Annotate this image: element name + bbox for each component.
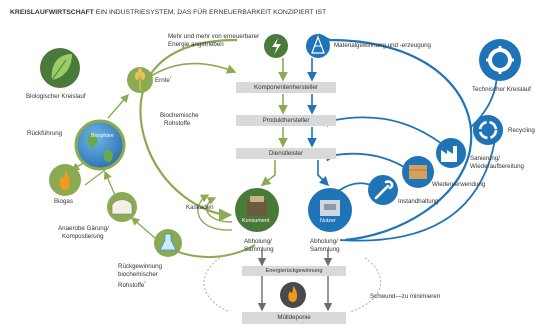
consumer-icon (235, 188, 279, 232)
bio-cycle-label: Biologischer Kreislauf (26, 93, 86, 100)
renewable-energy-icon (264, 34, 288, 58)
consumer-label: Konsument (242, 218, 270, 224)
title-bold: KREISLAUFWIRTSCHAFT (10, 9, 94, 16)
flame-icon-biogas (49, 164, 81, 196)
cascade-loop-2 (197, 194, 233, 231)
arrow-services-consumer (260, 160, 276, 186)
feedstock-label-1: Biochemische (160, 112, 199, 119)
recovery-label-3: Rohstoffe² (118, 280, 146, 290)
tech-refurb-arc (325, 116, 451, 151)
digestion-label-2: Kompostierung (62, 233, 104, 240)
box-icon (402, 156, 434, 188)
reuse-label: Wiederverwendung (432, 181, 486, 188)
energy-label-2: Energie angetrieben (168, 41, 224, 48)
recycling-icon (473, 115, 503, 145)
user-icon (308, 188, 352, 232)
leakage-arc-left (203, 257, 231, 313)
arrow-services-user (317, 160, 330, 187)
mining-icon (306, 34, 330, 58)
feedback-label: Rückführung (27, 130, 63, 137)
leakage-arc-right (349, 257, 382, 313)
tech-collection-2: Sammlung (310, 246, 340, 253)
cascades-label: Kaskaden (186, 204, 214, 211)
box-energy-recovery: Energierückgewinnung (242, 266, 346, 276)
material-label: Materialgewinnung und -erzeugung (334, 42, 432, 49)
tech-reuse-arc (325, 150, 413, 173)
recovery-label-2: biochemischer (118, 271, 158, 278)
box-products: Produkthersteller (236, 115, 336, 126)
cascade-loop-1 (205, 197, 233, 223)
box-landfill: Mülldeponie (242, 312, 346, 324)
user-label: Nutzer (320, 218, 336, 224)
bio-collection-2: Sammlung (244, 246, 274, 253)
harvest-label: Ernte¹ (155, 75, 172, 85)
gear-icon (479, 39, 521, 81)
wrench-icon (368, 175, 398, 205)
recycling-label: Recycling (508, 127, 535, 134)
energy-label-1: Mehr und mehr von erneuerbarer (168, 33, 260, 40)
arrow-biogas-biosphere (84, 169, 106, 186)
flame-icon-energy (280, 282, 306, 308)
wheat-icon (127, 67, 153, 93)
recovery-label-1: Rückgewinnung (118, 263, 163, 270)
tech-return-arc (339, 139, 496, 242)
greenhouse-icon (107, 192, 137, 222)
biosphere-label: Biosphäre (91, 133, 114, 139)
bio-harvest-arc (147, 62, 237, 79)
biogas-label: Biogas (54, 198, 73, 205)
bio-collection-1: Abholung/ (244, 238, 272, 245)
tech-cycle-label: Technischer Kreislauf (472, 86, 531, 93)
tech-outer-arc (318, 33, 473, 242)
leaf-icon (40, 48, 80, 88)
digestion-label-1: Anaerobe Gärung/ (58, 225, 109, 232)
arrow-biosphere-harvest (107, 93, 129, 119)
page-title: KREISLAUFWIRTSCHAFT EIN INDUSTRIESYSTEM,… (10, 9, 326, 16)
refurb-label-2: Wiederaufbereitung (470, 163, 525, 170)
leakage-label: Schwund—zu minimieren (370, 293, 441, 300)
bio-outer-arc (139, 38, 238, 222)
title-rest: EIN INDUSTRIESYSTEM, DAS FÜR ERNEUERBARK… (95, 9, 327, 16)
box-services: Dienstleister (236, 148, 336, 159)
arrow-flask-digestion (130, 217, 156, 239)
arrow-digestion-biosphere (103, 170, 116, 196)
refurb-label-1: Sanierung/ (470, 155, 500, 162)
flask-icon (154, 229, 182, 257)
tech-collection-1: Abholung/ (310, 238, 338, 245)
globe-icon (74, 119, 126, 171)
maintenance-label: Instandhaltung (398, 198, 439, 205)
feedstock-label-2: Rohstoffe (164, 120, 191, 127)
box-components: Komponentenhersteller (236, 82, 336, 93)
factory-icon (436, 138, 466, 168)
